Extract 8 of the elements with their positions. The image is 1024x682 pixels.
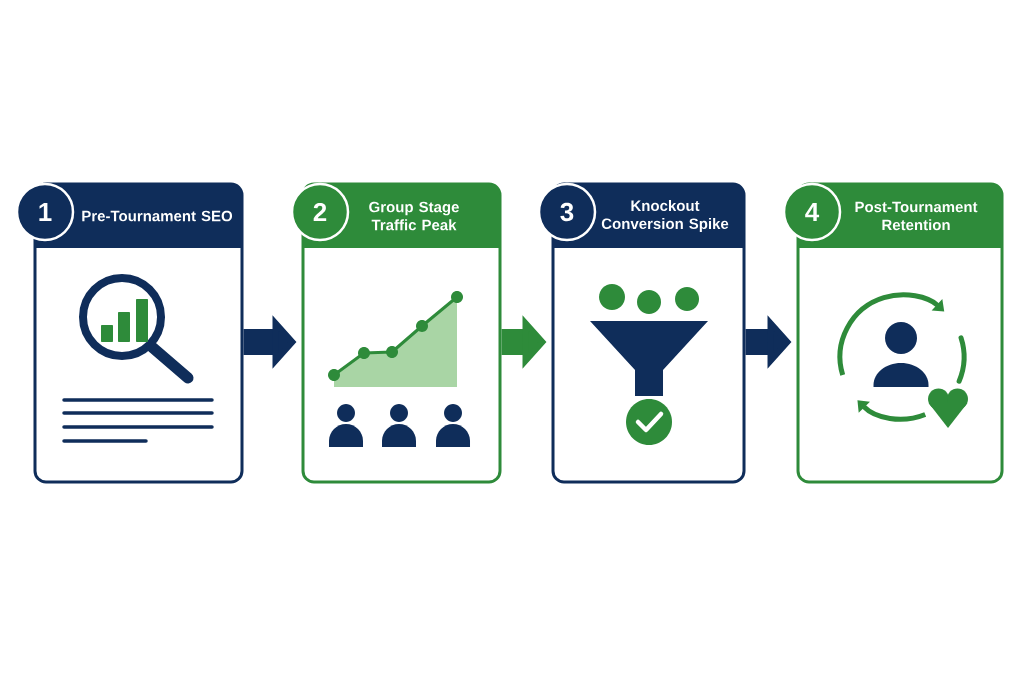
number-badge: 2 [290, 182, 350, 242]
number-badge: 3 [537, 182, 597, 242]
card-title: Group Stage Traffic Peak [369, 201, 459, 231]
card-title: Knockout Conversion Spike [601, 200, 729, 232]
card-title: Pre-Tournament SEO [82, 210, 233, 222]
card-title: Post-Tournament Retention [855, 201, 978, 231]
number-badge: 4 [782, 182, 842, 242]
number-badge: 1 [15, 182, 75, 242]
